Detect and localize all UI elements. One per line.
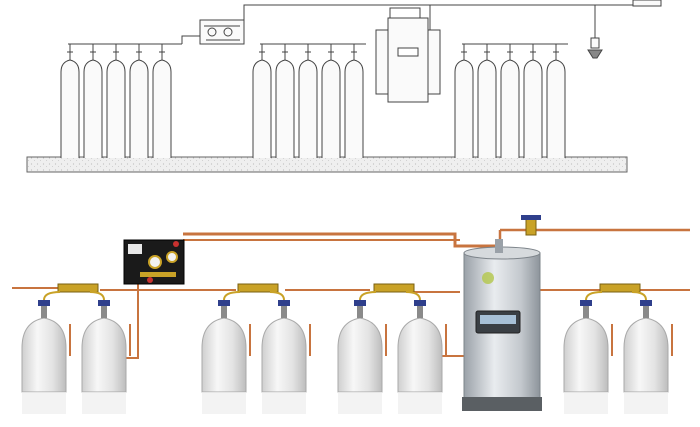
gas-cylinder [81,291,131,414]
gas-cylinder [563,291,613,414]
gas-cylinder [201,291,251,414]
brass-manifold [57,283,99,293]
schematic-cylinder [477,44,497,158]
cylinder-group [563,283,673,414]
schematic-cylinder [252,44,272,158]
schematic-drawing [26,0,662,173]
regulator-panel-schematic [199,19,245,45]
schematic-cylinder [83,44,103,158]
vaporizer-schematic [375,7,441,103]
regulator-panel [123,239,185,285]
gas-cylinder [337,291,387,414]
gas-cylinder [397,291,447,414]
main-supply-line [243,4,660,30]
copper-pipe-panel-drop [126,284,139,359]
gas-cylinder [261,291,311,414]
cylinder-group [201,283,311,414]
brass-manifold [237,283,279,293]
schematic-cylinder [60,44,80,158]
bank-feed-line [181,35,200,44]
vaporizer-tank [462,239,542,411]
schematic-cylinder [321,44,341,158]
outlet-fitting [632,0,662,7]
schematic-bank-middle [252,43,366,158]
schematic-cylinder [500,44,520,158]
schematic-cylinder [298,44,318,158]
gas-cylinder [623,291,673,414]
schematic-cylinder [454,44,474,158]
brass-manifold [373,283,415,293]
schematic-cylinder [523,44,543,158]
schematic-cylinder [344,44,364,158]
drop-valve-schematic [587,37,603,59]
schematic-cylinder [129,44,149,158]
schematic-bank-right [454,43,568,158]
main-line-valve [521,215,541,236]
installation-illustration [12,215,690,414]
schematic-cylinder [152,44,172,158]
schematic-cylinder [546,44,566,158]
brass-manifold [599,283,641,293]
gas-cylinder [21,291,71,414]
floor-slab [26,156,628,173]
cylinder-group [21,283,131,414]
schematic-cylinder [275,44,295,158]
cylinder-group [337,283,447,414]
schematic-bank-left [60,43,182,158]
schematic-cylinder [106,44,126,158]
